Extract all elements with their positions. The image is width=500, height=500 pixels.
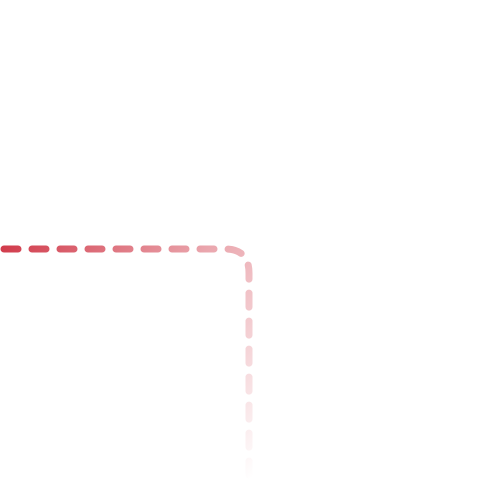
dashed-corner-line: [0, 245, 253, 500]
